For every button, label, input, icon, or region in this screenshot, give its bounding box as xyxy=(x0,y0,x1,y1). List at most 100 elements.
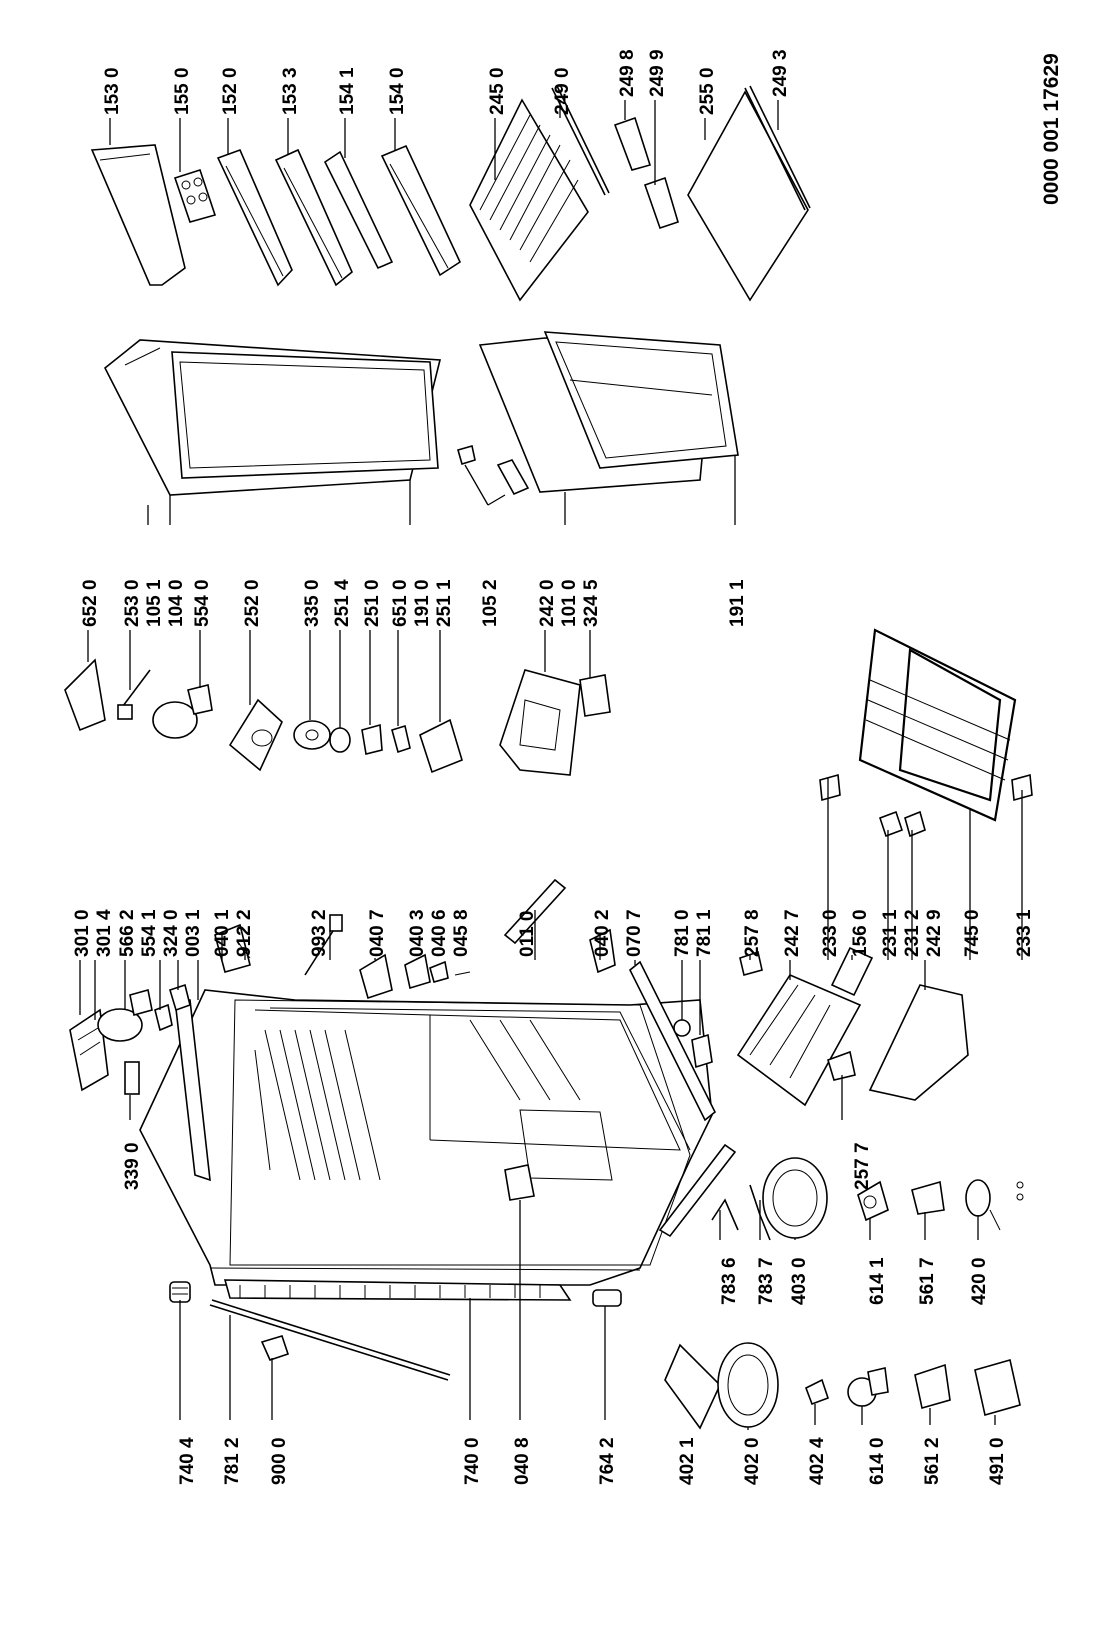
label-3350: 335 0 xyxy=(302,579,323,627)
glass-shelf-2550 xyxy=(687,90,809,302)
label-0401: 040 1 xyxy=(212,909,233,957)
label-4021: 402 1 xyxy=(677,1437,698,1485)
label-5540: 554 0 xyxy=(192,579,213,627)
part-labels: 153 0 155 0 152 0 153 3 154 1 154 0 245 … xyxy=(72,49,1035,1485)
bar-0707 xyxy=(628,960,717,1122)
label-0031: 003 1 xyxy=(183,909,204,957)
filter-7642 xyxy=(592,1289,622,1307)
box-4910 xyxy=(974,1358,1021,1417)
label-7404: 740 4 xyxy=(177,1437,198,1485)
clip-9000 xyxy=(260,1335,290,1361)
cabinet-body xyxy=(139,989,713,1286)
label-9122: 912 2 xyxy=(234,909,255,957)
trim-2493 xyxy=(744,85,811,211)
label-2498: 249 8 xyxy=(617,49,638,97)
switch-3390 xyxy=(124,1061,140,1095)
label-5541: 554 1 xyxy=(139,909,160,957)
thermostat-2530 xyxy=(117,669,151,720)
clip-5541 xyxy=(154,1003,173,1032)
label-7450: 745 0 xyxy=(962,909,983,957)
grid-shelf-7450 xyxy=(858,628,1017,822)
label-3014: 301 4 xyxy=(94,909,115,957)
label-2510: 251 0 xyxy=(362,579,383,627)
label-4200: 420 0 xyxy=(969,1257,990,1305)
shelf-trim-2490 xyxy=(551,85,610,196)
bracket-0408 xyxy=(504,1164,535,1201)
clips-2330-2331 xyxy=(819,773,1033,802)
label-1560: 156 0 xyxy=(850,909,871,957)
lamp-5540 xyxy=(152,684,213,739)
bracket-2510 xyxy=(361,723,383,755)
label-6140: 614 0 xyxy=(867,1437,888,1485)
label-2577: 257 7 xyxy=(852,1142,873,1190)
label-6510: 651 0 xyxy=(390,579,411,627)
label-4020: 402 0 xyxy=(742,1437,763,1485)
fan-3350 xyxy=(293,720,331,750)
door-shelf-1520 xyxy=(216,148,293,287)
label-1052: 105 2 xyxy=(480,579,501,627)
label-1911: 191 1 xyxy=(727,579,748,627)
relay-6141 xyxy=(857,1180,889,1222)
drawer-2427 xyxy=(736,973,862,1107)
label-1520: 152 0 xyxy=(220,67,241,115)
label-3390: 339 0 xyxy=(122,1142,143,1190)
label-2330: 233 0 xyxy=(820,909,841,957)
freezer-drawer-2420 xyxy=(499,669,581,776)
label-7810: 781 0 xyxy=(672,909,693,957)
label-3245: 324 5 xyxy=(581,579,602,627)
label-2490: 249 0 xyxy=(552,67,573,115)
label-6520: 652 0 xyxy=(80,579,101,627)
label-2550: 255 0 xyxy=(697,67,718,115)
label-4024: 402 4 xyxy=(807,1437,828,1485)
part-drawings xyxy=(64,85,1033,1430)
label-2331: 233 1 xyxy=(1014,909,1035,957)
label-5612: 561 2 xyxy=(922,1437,943,1485)
part-0406 xyxy=(429,960,449,983)
label-4910: 491 0 xyxy=(987,1437,1008,1485)
label-6141: 614 1 xyxy=(867,1257,888,1305)
part-2577 xyxy=(827,1050,856,1081)
label-2450: 245 0 xyxy=(487,67,508,115)
part-5617 xyxy=(911,1180,945,1215)
part-4024 xyxy=(804,1378,830,1406)
label-0406: 040 6 xyxy=(429,909,450,957)
leader-lines xyxy=(79,100,1023,1430)
label-3010: 301 0 xyxy=(72,909,93,957)
label-0110: 011 0 xyxy=(517,911,538,958)
part-6510 xyxy=(391,724,411,754)
tube-7812 xyxy=(209,1299,451,1381)
label-2520: 252 0 xyxy=(242,579,263,627)
screws xyxy=(1016,1181,1024,1201)
plate-3245 xyxy=(579,674,611,717)
label-0408: 040 8 xyxy=(512,1437,533,1485)
part-2578 xyxy=(739,950,763,976)
cap-7810 xyxy=(673,1019,691,1037)
lamp-cover-5662 xyxy=(97,988,153,1042)
label-0402: 040 2 xyxy=(592,909,613,957)
condenser-7400 xyxy=(223,1279,572,1301)
cable-9932 xyxy=(304,914,343,976)
part-3240 xyxy=(169,983,191,1012)
label-0707: 070 7 xyxy=(624,909,645,957)
bracket-0407 xyxy=(359,953,393,1000)
label-2578: 257 8 xyxy=(742,909,763,957)
label-2499: 249 9 xyxy=(647,49,668,97)
shelf-2450 xyxy=(469,98,589,302)
label-2312: 231 2 xyxy=(902,909,923,957)
part-5612 xyxy=(914,1363,951,1410)
ice-tray-1560 xyxy=(830,946,874,997)
pipes-7836-7837 xyxy=(711,1184,771,1241)
label-5617: 561 7 xyxy=(917,1257,938,1305)
hinge-0403 xyxy=(404,953,431,990)
label-0407: 040 7 xyxy=(367,909,388,957)
relay-6140 xyxy=(847,1367,889,1407)
hinge-1052 xyxy=(457,444,530,496)
label-0458: 045 8 xyxy=(451,909,472,957)
label-7836: 783 6 xyxy=(719,1257,740,1305)
hinge-0402 xyxy=(589,928,616,974)
clips-2498-2499 xyxy=(613,116,679,230)
label-2427: 242 7 xyxy=(782,909,803,957)
label-1051: 105 1 xyxy=(144,579,165,627)
label-5662: 566 2 xyxy=(117,909,138,957)
